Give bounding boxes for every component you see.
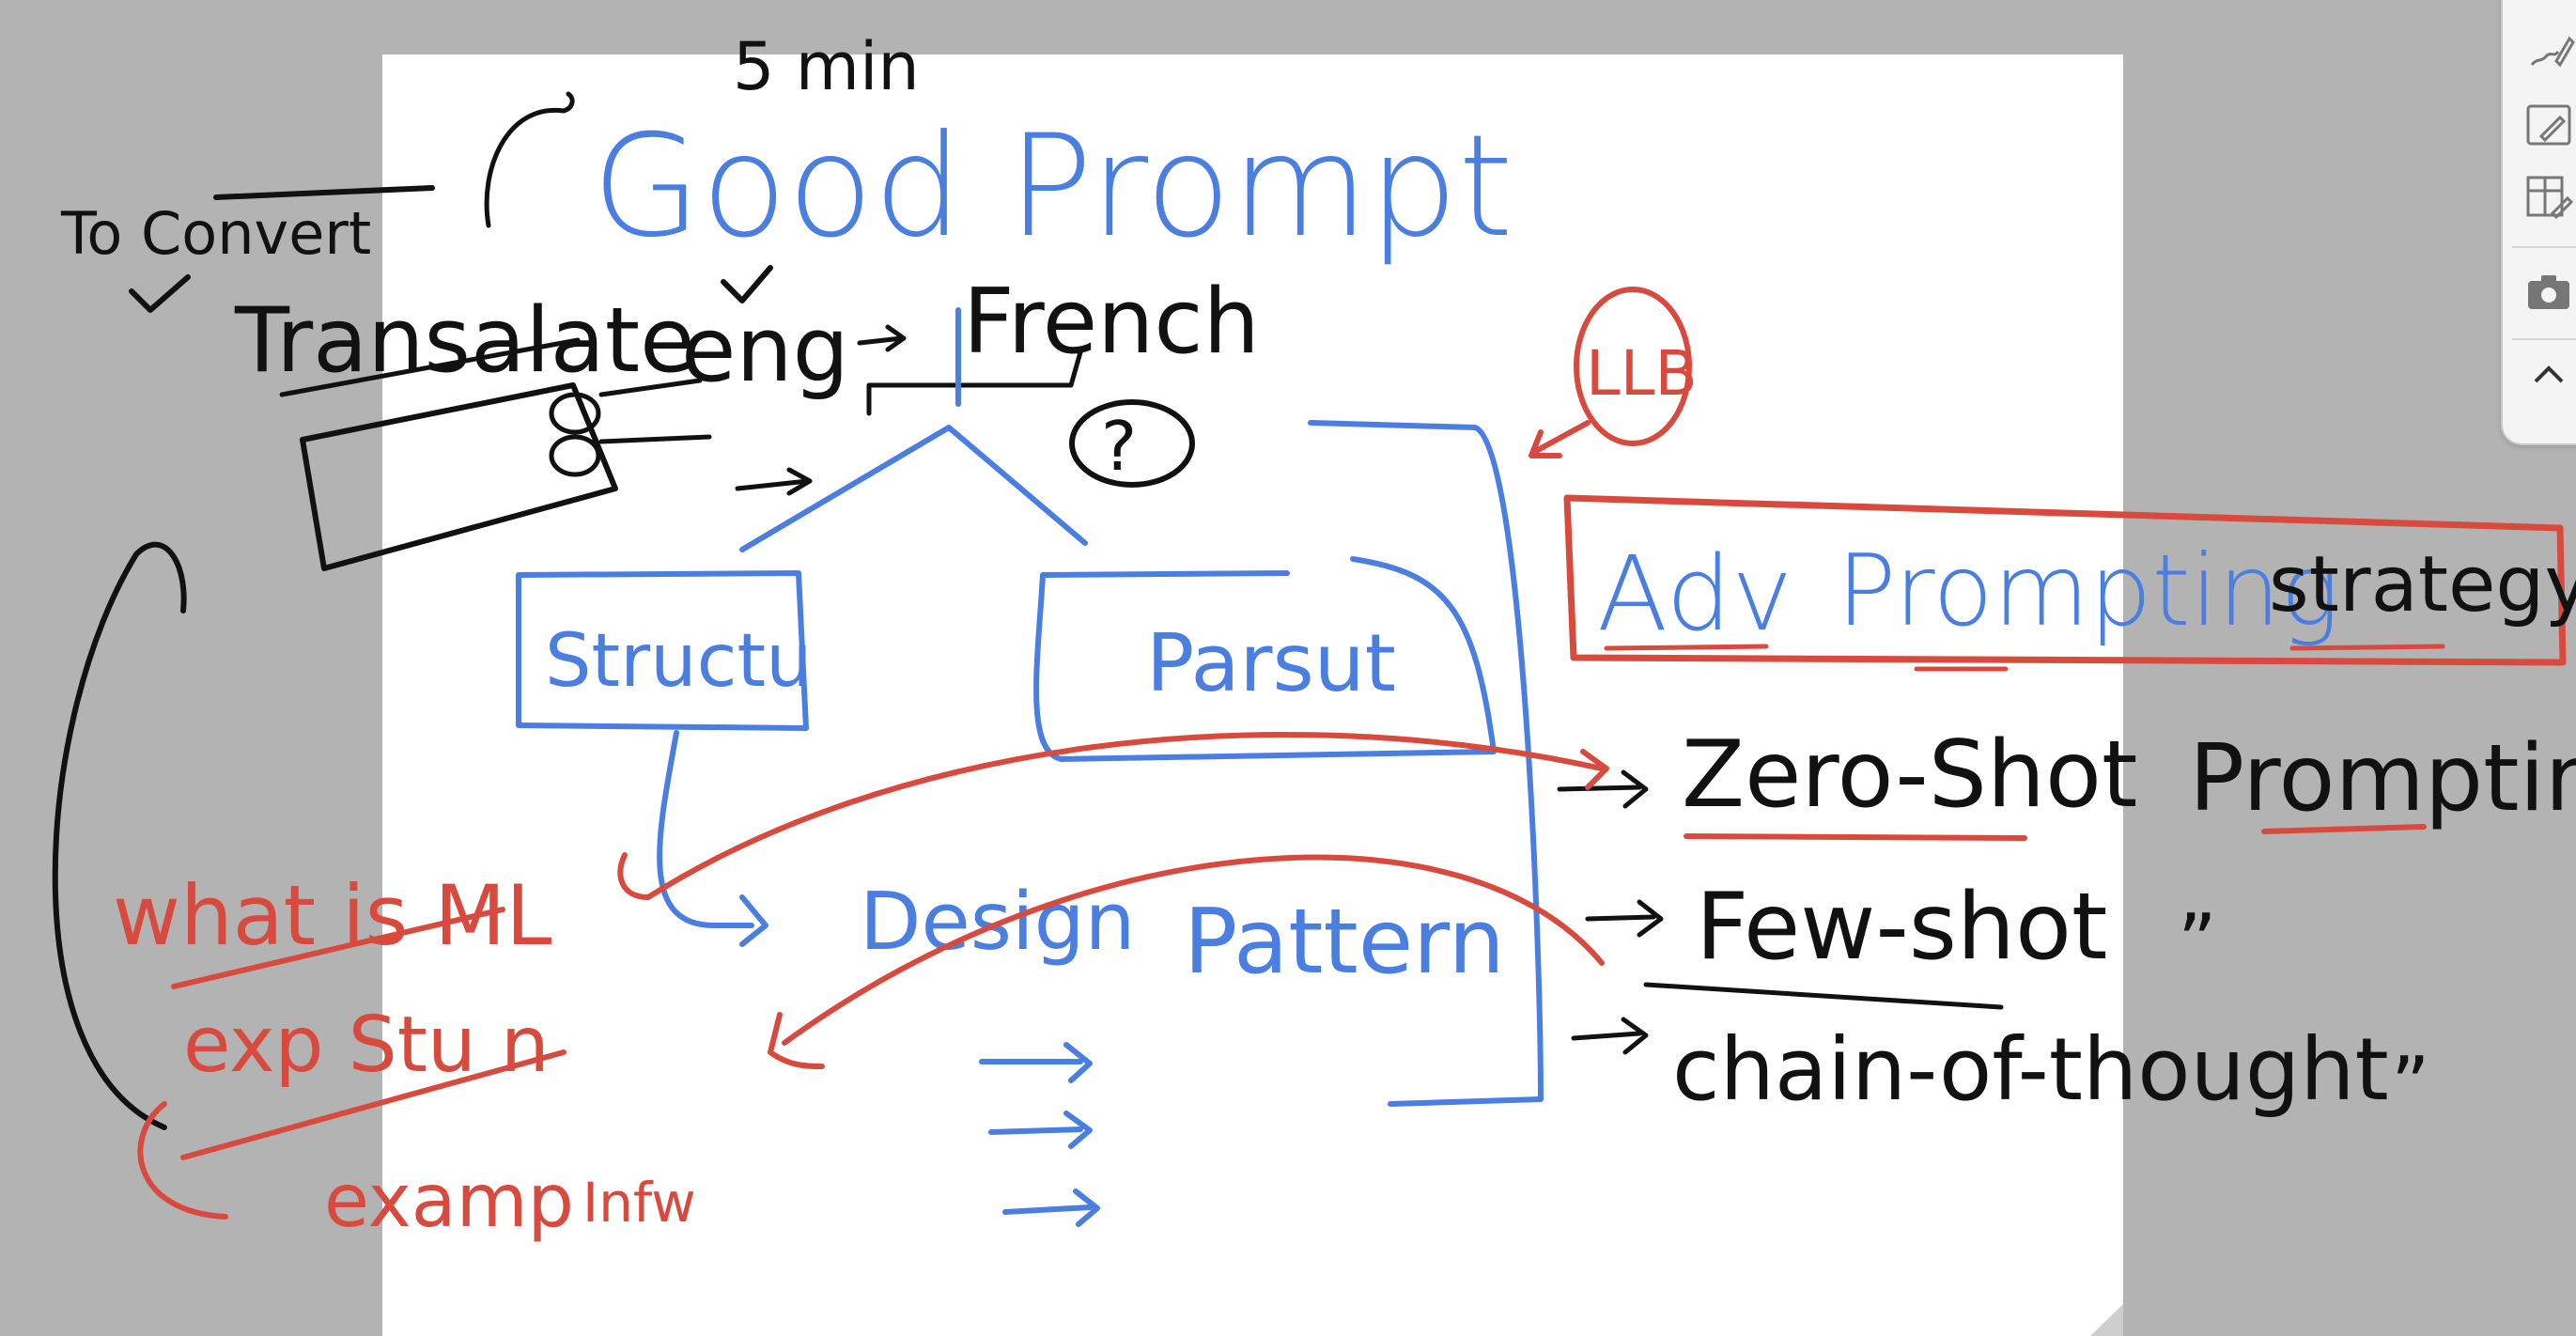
title-good-prompt: Good Prompt <box>592 105 1513 269</box>
arrow-few-shot <box>1585 899 1664 938</box>
check-mark <box>721 265 773 303</box>
note-exmp: examp <box>324 1159 574 1244</box>
whiteboard-edit-button[interactable] <box>2516 94 2576 156</box>
ditto-cot: ” <box>2391 1041 2429 1128</box>
box-wires <box>598 378 712 444</box>
side-toolbar <box>2501 0 2576 445</box>
item-few-shot: Few-shot <box>1696 874 2107 981</box>
llb-arrow <box>1529 420 1591 458</box>
structure-arrow <box>657 730 768 947</box>
camera-button[interactable] <box>2516 261 2576 323</box>
structure-box <box>516 570 809 731</box>
whiteboard-edit-icon <box>2526 104 2571 146</box>
camera-icon <box>2528 275 2569 309</box>
box-knob-2 <box>549 434 601 477</box>
bracket-french <box>866 350 1083 416</box>
word-transalate: Transalate <box>234 289 695 393</box>
sketch-box <box>300 382 618 571</box>
note-jnfo: Infw <box>582 1171 696 1235</box>
table-tool-button[interactable] <box>2516 167 2576 229</box>
item-cot: chain-of-thought <box>1672 1019 2389 1120</box>
underline-prompting <box>2261 824 2427 834</box>
bullet-arrow-1 <box>979 1042 1093 1083</box>
collapse-button[interactable] <box>2516 345 2576 407</box>
arrow-eng-french <box>857 324 907 352</box>
label-persona: Parsut <box>1146 617 1396 710</box>
box-knob-1 <box>549 392 601 435</box>
arrow-curve <box>484 91 575 228</box>
pen-icon <box>2530 36 2575 68</box>
note-to-convert: To Convert <box>60 199 371 268</box>
arrow-cot <box>1571 1017 1649 1055</box>
adv-box <box>1563 494 2567 666</box>
tree-branches <box>739 425 1088 552</box>
word-french: French <box>963 271 1260 374</box>
underline-what-is-ml <box>171 907 505 989</box>
curve-from-few-shot <box>768 854 1605 1069</box>
underline-exp-stun <box>180 1049 566 1160</box>
arrow-small <box>735 467 813 496</box>
adv-prompting: Prompting <box>1837 534 2339 648</box>
note-exp-stun: exp Stu n <box>183 1001 550 1090</box>
right-bracket <box>1308 420 1544 1107</box>
item-zero-shot: Zero-Shot <box>1682 722 2137 829</box>
table-edit-icon <box>2526 176 2574 220</box>
bullet-arrow-3 <box>1002 1188 1100 1227</box>
underline-translate <box>279 337 581 397</box>
question-circle <box>1069 399 1195 488</box>
ditto-few-shot: ” <box>2178 898 2216 986</box>
underline-few-shot <box>1643 982 2004 1010</box>
underline-zero-shot <box>1684 833 2027 841</box>
chevron-up-icon <box>2534 365 2564 383</box>
note-5-min: 5 min <box>733 28 920 105</box>
bracket-red <box>137 1101 228 1219</box>
toolbar-divider <box>2512 246 2576 248</box>
pen-tool-button[interactable] <box>2516 21 2576 83</box>
question-mark: ? <box>1101 407 1137 486</box>
arrow-zero-shot <box>1557 769 1649 809</box>
label-structure: Structu <box>545 619 813 704</box>
item-prompting: Prompting <box>2189 725 2576 832</box>
adv-underlines <box>1604 644 2445 672</box>
curve-to-zero-shot <box>617 731 1609 900</box>
adv-strategy: strategy <box>2269 540 2576 629</box>
llb-circle <box>1574 287 1692 446</box>
adv-text: Adv <box>1597 534 1792 654</box>
toolbar-divider-2 <box>2512 338 2576 340</box>
whiteboard-canvas[interactable] <box>382 54 2123 1336</box>
check-mark-small <box>129 274 191 313</box>
strike-through <box>213 185 435 200</box>
llb-label: LLB <box>1586 337 1698 410</box>
loop-arrow <box>52 541 187 1130</box>
word-eng: eng <box>681 299 849 402</box>
bullet-arrow-2 <box>988 1111 1093 1149</box>
label-pattern: Pattern <box>1184 891 1505 994</box>
